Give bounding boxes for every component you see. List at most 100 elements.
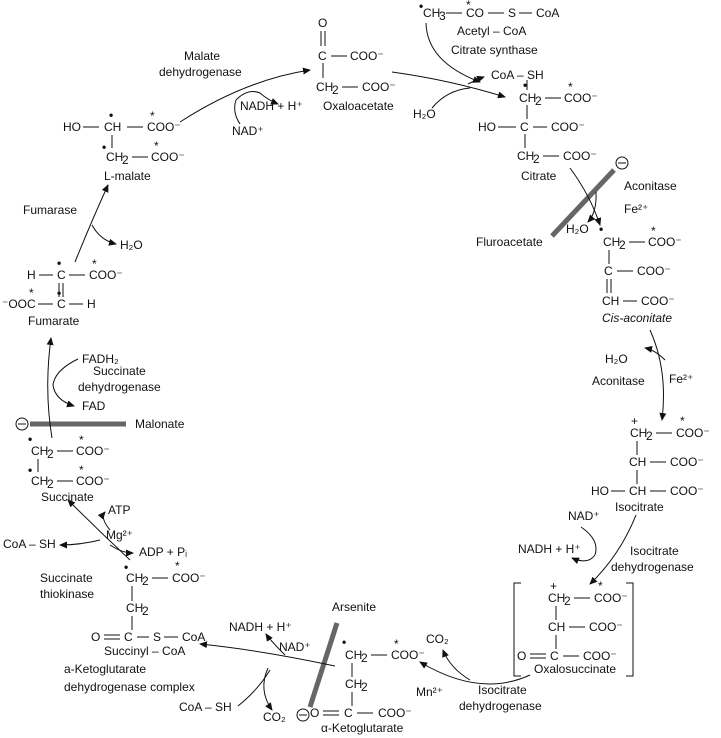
cis-aconitate-structure: • CH 2 * COO⁻ C COO⁻ CH COO⁻ Cis-aconita… [599,222,682,325]
succinyl-s: S [153,630,161,644]
fumarate-h-a: H [27,268,36,282]
fumarate-c-a: C [57,268,66,282]
star-mark: * [598,579,603,593]
enzyme-aconitase-1: Aconitase [624,179,677,193]
star-mark: * [175,559,180,573]
oxaloacetate-c: C [318,49,327,63]
left-bracket [513,582,521,677]
star-mark: * [150,109,155,123]
isocitrate-ho: HO [591,484,609,498]
citrate-structure: • CH 2 * COO⁻ HO C COO⁻ CH 2 COO⁻ Citrat… [478,78,598,183]
isocitrate-coo-a: COO⁻ [676,426,710,440]
carbon-dot: • [57,256,61,270]
succinate-label: Succinate [41,490,94,504]
cofactor-mg2: Mg²⁺ [106,528,133,542]
enzyme-succinate-thiokinase-a: Succinate [40,571,93,585]
reaction-arrows [46,22,667,711]
cofactor-h2o: H₂O [413,107,436,121]
citrate-coo-c: COO⁻ [563,149,597,163]
acetyl-coa-input-arrow [425,22,481,83]
nad-1-input-curve [580,526,597,556]
fumarate-c-b: C [57,297,66,311]
succinate-coo-a: COO⁻ [76,444,110,458]
carbon-dot: • [124,560,128,574]
cis-aconitate-label: Cis-aconitate [602,311,672,325]
subscript: 2 [332,83,339,97]
inhibitor-malonate: Malonate [135,417,185,431]
h2o-4-output-arrow [91,224,117,246]
cofactor-coa-sh: CoA – SH [491,68,544,82]
isocitrate-label: Isocitrate [615,500,664,514]
isocitrate-coo-b: COO⁻ [670,455,704,469]
succinyl-coo: COO⁻ [172,571,206,585]
akg-label: α-Ketoglutarate [321,721,404,735]
oxaloacetate-structure: O C COO⁻ CH 2 COO⁻ Oxaloacetate [316,16,396,113]
cofactor-nadh-3: NADH + H⁺ [240,99,303,113]
cofactor-coa-sh-2: CoA – SH [179,700,232,714]
isocitrate-dh-1-arrow [589,514,637,585]
cofactor-adp-pi: ADP + Pᵢ [139,545,187,559]
oxalosuccinate-coo-a: COO⁻ [594,591,628,605]
cofactor-h2o-2: H₂O [566,222,589,236]
carbon-dot: • [57,286,61,300]
fumarate-structure: H • C * COO⁻ * ⁻OOC • C H Fumarate [2,256,123,328]
star-mark: * [154,139,159,153]
akg-ch2-b: CH [345,677,362,691]
succinate-thiokinase-arrow [67,499,131,561]
aconitase-1-arrow [569,167,602,226]
h2o-output-arrow [587,191,597,223]
oxaloacetate-label: Oxaloacetate [323,99,394,113]
star-mark: * [651,224,656,238]
cofactor-h2o-4: H₂O [120,238,143,252]
oxaloacetate-coo-b: COO⁻ [362,80,396,94]
cis-aconitate-coo-a: COO⁻ [648,235,682,249]
subscript: 2 [533,152,540,166]
cofactor-fadh2: FADH₂ [82,352,119,366]
isocitrate-structure: + CH 2 * COO⁻ CH COO⁻ HO CH COO⁻ Isocitr… [591,414,710,514]
carbon-dot: • [523,78,527,92]
acetyl-co: CO [466,6,484,20]
cis-aconitate-coo-b: COO⁻ [637,264,671,278]
cofactor-fad: FAD [82,399,106,413]
enzyme-succinate-dh-a: Succinate [93,364,146,378]
cofactor-atp: ATP [108,503,130,517]
carbon-dot: • [28,432,32,446]
succinyl-coa: CoA [182,630,205,644]
fumarate-coo-b: ⁻OOC [2,297,36,311]
enzyme-aconitase-2: Aconitase [592,374,645,388]
cis-aconitate-coo-c: COO⁻ [641,294,675,308]
subscript: 2 [122,153,129,167]
cofactor-nadh-2: NADH + H⁺ [229,620,292,634]
oxalosuccinate-ch2: CH [548,591,565,605]
subscript: 2 [619,238,626,252]
plus-mark: + [550,579,557,593]
adp-pi-input-arrow [109,544,134,557]
isocitrate-ch2: CH [630,426,647,440]
succinyl-ch2-b: CH [126,601,143,615]
nadh-2-output-arrow [265,633,286,656]
citrate-coo-a: COO⁻ [564,91,598,105]
right-bracket [626,582,634,677]
citrate-label: Citrate [521,169,557,183]
fluoroacetate-inhibition-bar [550,168,616,238]
star-mark: * [680,414,685,428]
oxalosuccinate-ch: CH [548,620,565,634]
co2-2-output-arrow [263,667,273,711]
carbon-dot: • [109,108,113,122]
malate-coo-b: COO⁻ [151,150,185,164]
citrate-ch2-b: CH [517,149,534,163]
arsenite-inhibition-bar [307,622,340,708]
co2-1-output-arrow [442,649,471,681]
h2o-input-curve [431,87,471,109]
cofactor-nadh-1: NADH + H⁺ [518,542,581,556]
coa-sh-output-arrow [467,75,485,85]
coa-sh-2-input-curve [237,669,271,707]
carbon-dot: • [28,463,32,477]
isocitrate-ch-b: CH [629,484,646,498]
fumarate-h-b: H [87,297,96,311]
cofactor-co2-1: CO₂ [426,632,449,646]
citrate-ho: HO [478,120,496,134]
succinate-structure: • CH 2 * COO⁻ • CH 2 * COO⁻ Succinate [28,432,110,504]
atp-output-arrow [97,511,111,531]
